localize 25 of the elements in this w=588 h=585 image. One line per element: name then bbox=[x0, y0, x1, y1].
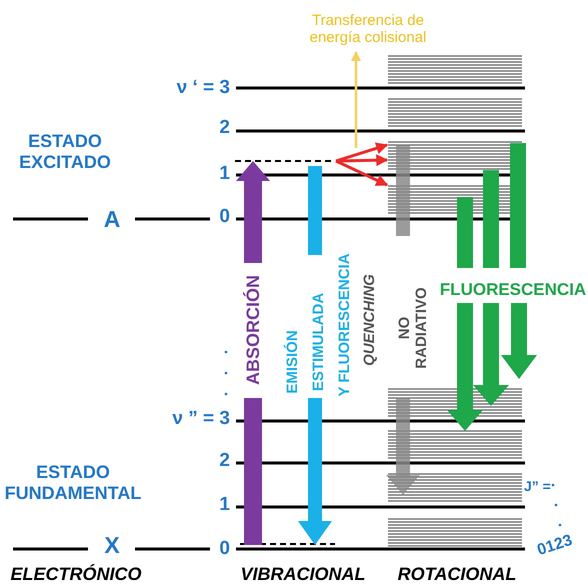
axis-label: VIBRACIONAL bbox=[240, 563, 366, 585]
process-label: ABSORCIÓN bbox=[242, 274, 264, 388]
process-label: QUENCHING bbox=[360, 273, 380, 368]
quantum-number-label: J” = bbox=[524, 476, 552, 496]
process-label: FLUORESCENCIA bbox=[440, 279, 586, 302]
level-label: 0 bbox=[218, 205, 230, 229]
level-label: ν ” = 3 bbox=[171, 407, 230, 431]
level-label: ν ‘ = 3 bbox=[176, 76, 230, 100]
level-label: 0 bbox=[218, 537, 230, 561]
process-label: EMISIÓN bbox=[283, 329, 302, 396]
process-label: Transferencia de energía colisional bbox=[308, 10, 428, 48]
process-label: NO RADIATIVO bbox=[394, 286, 431, 371]
level-label: 2 bbox=[218, 449, 230, 473]
level-label: 1 bbox=[218, 162, 230, 186]
state-symbol: X bbox=[103, 531, 121, 559]
level-label: 1 bbox=[218, 493, 230, 517]
quantum-number-label: 0123 bbox=[534, 530, 576, 561]
process-label: ESTIMULADA bbox=[309, 292, 328, 394]
state-label: ESTADO FUNDAMENTAL bbox=[4, 461, 142, 505]
process-label: Y FLUORESCENCIA bbox=[335, 252, 354, 399]
axis-label: ROTACIONAL bbox=[396, 563, 518, 585]
state-label: ESTADO EXCITADO bbox=[18, 130, 112, 174]
state-symbol: A bbox=[102, 204, 122, 234]
level-label: 2 bbox=[218, 116, 230, 140]
axis-label: ELECTRÓNICO bbox=[9, 563, 142, 585]
